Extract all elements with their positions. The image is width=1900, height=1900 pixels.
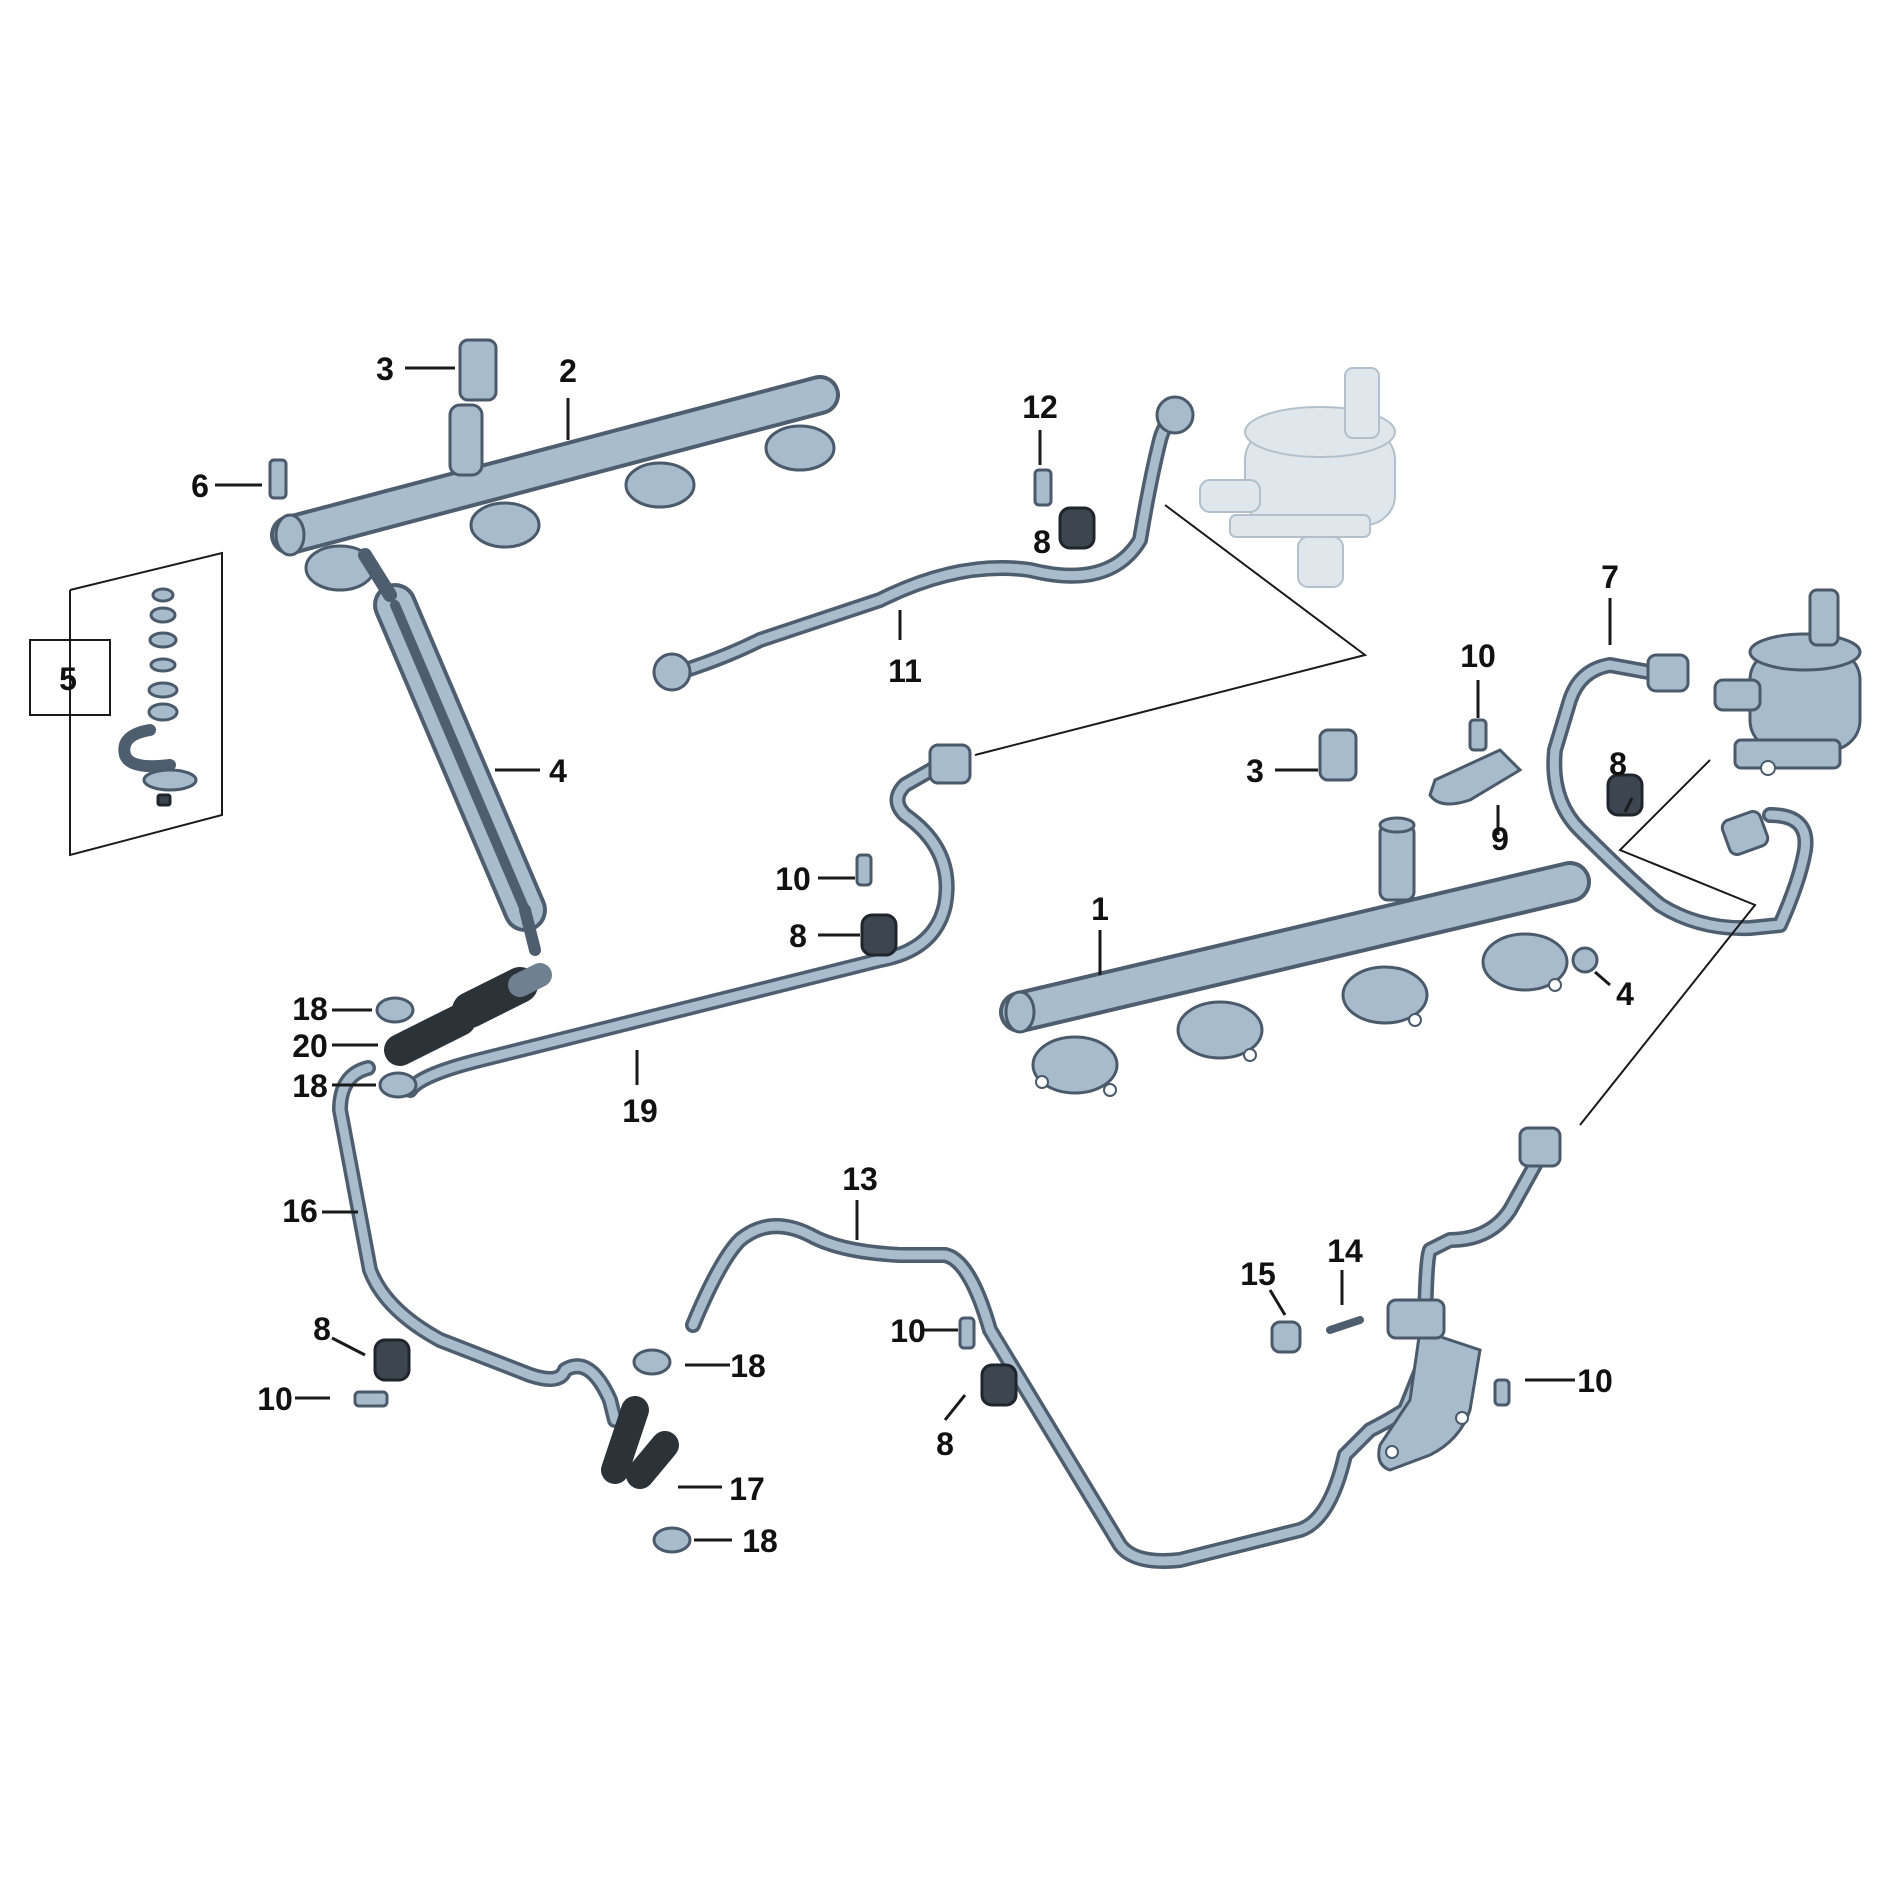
fuel-rail-lower [999, 816, 1591, 1097]
callout-10: 10 [257, 1381, 293, 1417]
callout-18: 18 [742, 1523, 778, 1559]
callout-10: 10 [1460, 638, 1496, 674]
callout-3: 3 [1246, 753, 1264, 789]
hose-connector-19 [452, 963, 552, 1028]
callout-9: 9 [1491, 821, 1509, 857]
callout-13: 13 [842, 1161, 878, 1197]
callout-8: 8 [1609, 746, 1627, 782]
callout-18: 18 [292, 991, 328, 1027]
callout-8: 8 [1033, 524, 1051, 560]
fuel-pump-lower [1713, 588, 1862, 776]
leader-lines [215, 366, 1634, 1542]
callout-11: 11 [888, 653, 922, 689]
callout-labels: 3 2 6 12 8 11 5 4 7 10 3 9 8 10 8 1 4 18… [59, 351, 1634, 1559]
callout-4: 4 [549, 753, 567, 789]
fuel-line-11 [652, 395, 1195, 692]
fuel-line-13 [685, 1126, 1562, 1569]
callout-3: 3 [376, 351, 394, 387]
small-parts [268, 338, 1644, 1554]
seal-kit-box [29, 551, 223, 857]
fuel-rail-upper [270, 375, 840, 592]
callout-17: 17 [729, 1471, 765, 1507]
callout-7: 7 [1601, 559, 1619, 595]
callout-18: 18 [730, 1348, 766, 1384]
callout-8: 8 [936, 1426, 954, 1462]
pump-reference-line-lower [1579, 759, 1757, 1126]
callout-10: 10 [1577, 1363, 1613, 1399]
fuel-line-19 [402, 743, 972, 1098]
callout-10: 10 [775, 861, 811, 897]
fuel-bracket-assembly [1377, 1298, 1482, 1472]
callout-1: 1 [1091, 891, 1109, 927]
callout-4: 4 [1616, 976, 1634, 1012]
pump-reference-line-upper [974, 504, 1368, 756]
ghost-fuel-pump-upper [1199, 367, 1396, 588]
callout-20: 20 [292, 1028, 328, 1064]
callout-12: 12 [1022, 389, 1058, 425]
callout-18: 18 [292, 1068, 328, 1104]
callout-5: 5 [59, 661, 77, 697]
callout-2: 2 [559, 353, 577, 389]
callout-14: 14 [1327, 1233, 1363, 1269]
callout-19: 19 [622, 1093, 658, 1129]
fuel-injector [358, 548, 547, 956]
callout-8: 8 [789, 918, 807, 954]
fuel-line-16 [332, 1060, 623, 1428]
callout-8: 8 [313, 1311, 331, 1347]
fuel-line-7 [1546, 653, 1814, 937]
callout-6: 6 [191, 468, 209, 504]
callout-16: 16 [282, 1193, 318, 1229]
callout-15: 15 [1240, 1256, 1276, 1292]
callout-10: 10 [890, 1313, 926, 1349]
